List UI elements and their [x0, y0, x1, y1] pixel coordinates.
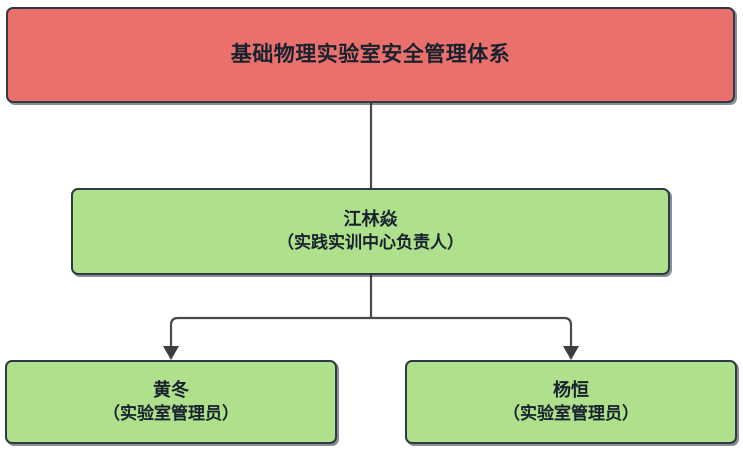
staff-role: （实验室管理员） — [103, 403, 239, 424]
staff-name: 黄冬 — [153, 379, 189, 401]
root-title: 基础物理实验室安全管理体系 — [230, 42, 511, 67]
node-staff-huangdong[interactable]: 黄冬 （实验室管理员） — [5, 360, 337, 444]
manager-role: （实践实训中心负责人） — [277, 233, 464, 254]
staff-name: 杨恒 — [553, 379, 589, 401]
staff-role: （实验室管理员） — [503, 403, 639, 424]
node-staff-yangheng[interactable]: 杨恒 （实验室管理员） — [405, 360, 737, 444]
connector-manager-to-staff-left — [169, 316, 371, 348]
arrowhead-staff-right — [563, 346, 579, 360]
arrowhead-staff-left — [163, 346, 179, 360]
node-manager[interactable]: 江林焱 （实践实训中心负责人） — [71, 188, 670, 275]
manager-name: 江林焱 — [343, 209, 398, 231]
node-root-system[interactable]: 基础物理实验室安全管理体系 — [6, 7, 735, 103]
connector-manager-to-staff-right — [371, 316, 573, 348]
